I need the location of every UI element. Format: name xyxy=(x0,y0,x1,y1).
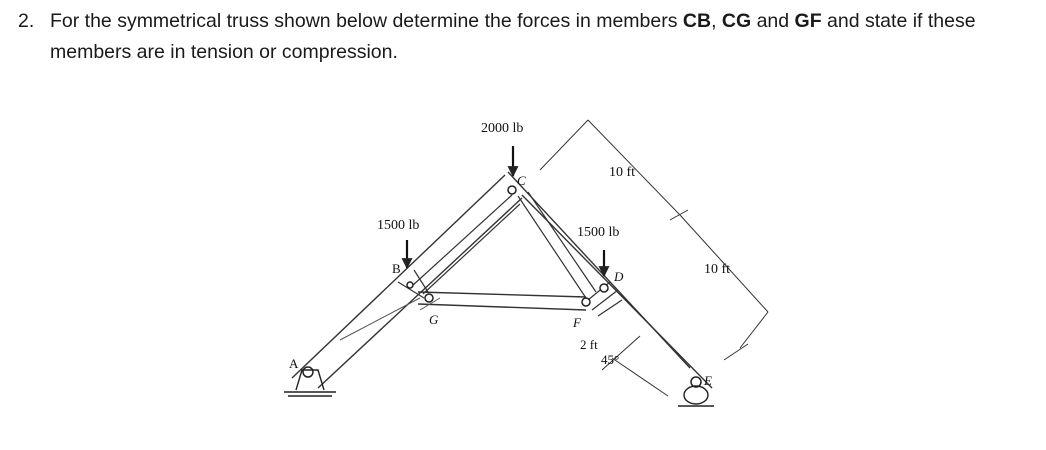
member-gf: GF xyxy=(794,10,822,32)
dimension-lines xyxy=(539,119,769,397)
joint-label-b: B xyxy=(392,261,401,276)
dimension-right: 10 ft xyxy=(704,262,730,277)
support-e xyxy=(678,385,714,407)
question-text: 2. For the symmetrical truss shown below… xyxy=(18,6,1038,68)
support-a xyxy=(284,369,336,397)
bracing-left xyxy=(339,297,441,341)
member-cf-web xyxy=(517,191,597,299)
member-cb: CB xyxy=(682,10,712,32)
member-cg: CG xyxy=(721,10,752,32)
joint-label-f: F xyxy=(572,315,582,330)
question-body: For the symmetrical truss shown below de… xyxy=(50,10,976,63)
member-ac xyxy=(291,174,523,389)
member-cg-web xyxy=(411,194,521,295)
joint-label-a: A xyxy=(289,356,299,371)
dimension-offset: 2 ft xyxy=(580,337,598,352)
member-gf-chord xyxy=(417,291,587,311)
question-number: 2. xyxy=(18,10,35,32)
member-bg-web xyxy=(397,269,429,299)
dimension-top: 10 ft xyxy=(609,165,635,180)
load-label-c: 2000 lb xyxy=(481,121,523,136)
load-label-d: 1500 lb xyxy=(577,225,619,240)
load-arrows xyxy=(401,146,610,278)
joint-label-d: D xyxy=(613,269,624,284)
dimension-angle: 45° xyxy=(601,352,619,367)
joint-label-e: E xyxy=(703,373,712,388)
load-label-b: 1500 lb xyxy=(377,218,419,233)
joint-label-g: G xyxy=(429,312,439,327)
joint-label-c: C xyxy=(517,173,526,188)
